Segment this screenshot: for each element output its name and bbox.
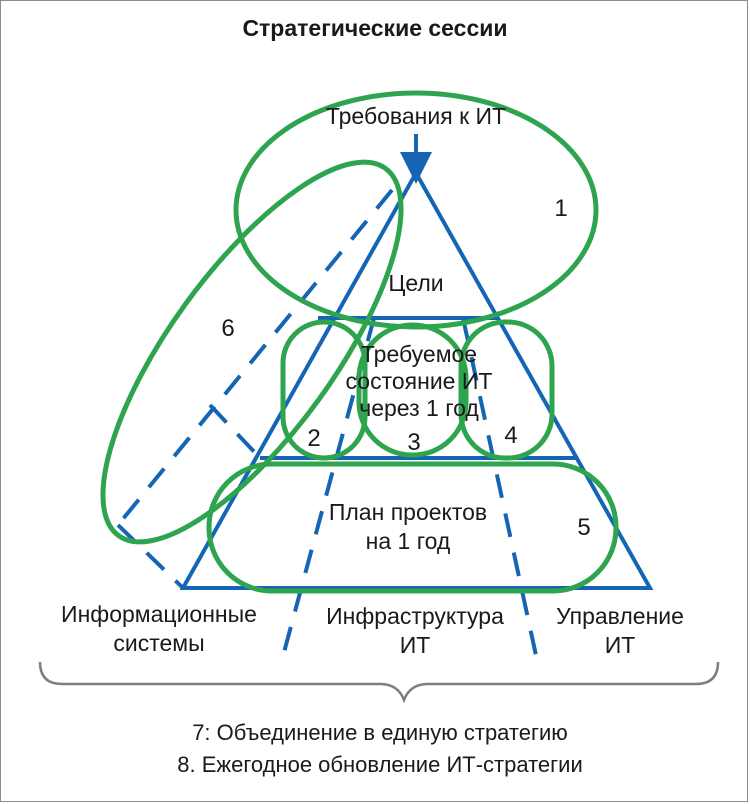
info-systems-line-1: Информационные (61, 601, 257, 627)
project-plan-line-1: План проектов (329, 499, 487, 525)
green-shapes (100, 90, 619, 594)
dashed-projection-bottom (116, 523, 185, 590)
target-state-line-1: Требуемое (361, 341, 477, 367)
number-3: 3 (407, 429, 420, 456)
management-line-1: Управление (556, 603, 684, 629)
diagram-title: Стратегические сессии (242, 15, 507, 41)
dashed-projection-mid (208, 403, 262, 460)
footer-line-2: 8. Ежегодное обновление ИТ-стратегии (177, 752, 583, 777)
goals-label: Цели (388, 270, 443, 296)
target-segment-4 (458, 319, 555, 461)
number-5: 5 (577, 514, 590, 541)
management-line-2: ИТ (605, 632, 636, 658)
target-state-line-3: через 1 год (359, 395, 479, 421)
dashed-line-right (461, 317, 539, 661)
number-6: 6 (221, 315, 234, 342)
infrastructure-line-2: ИТ (400, 632, 431, 658)
footer-line-1: 7: Объединение в единую стратегию (192, 720, 568, 745)
dashed-projection-top (116, 188, 394, 527)
target-state-line-2: состояние ИТ (346, 368, 493, 394)
requirements-label: Требования к ИТ (326, 103, 506, 129)
number-4: 4 (504, 422, 517, 449)
number-1: 1 (554, 195, 567, 222)
target-segment-3 (356, 322, 469, 458)
infrastructure-line-1: Инфраструктура (326, 603, 504, 629)
projection-ellipse-6 (100, 159, 404, 545)
project-plan-shape-5 (206, 461, 619, 594)
info-systems-line-2: системы (113, 630, 204, 656)
grouping-brace (38, 661, 720, 704)
number-2: 2 (307, 425, 320, 452)
project-plan-line-2: на 1 год (366, 528, 451, 554)
pyramid-outline (179, 168, 654, 590)
target-segment-2 (280, 319, 368, 461)
